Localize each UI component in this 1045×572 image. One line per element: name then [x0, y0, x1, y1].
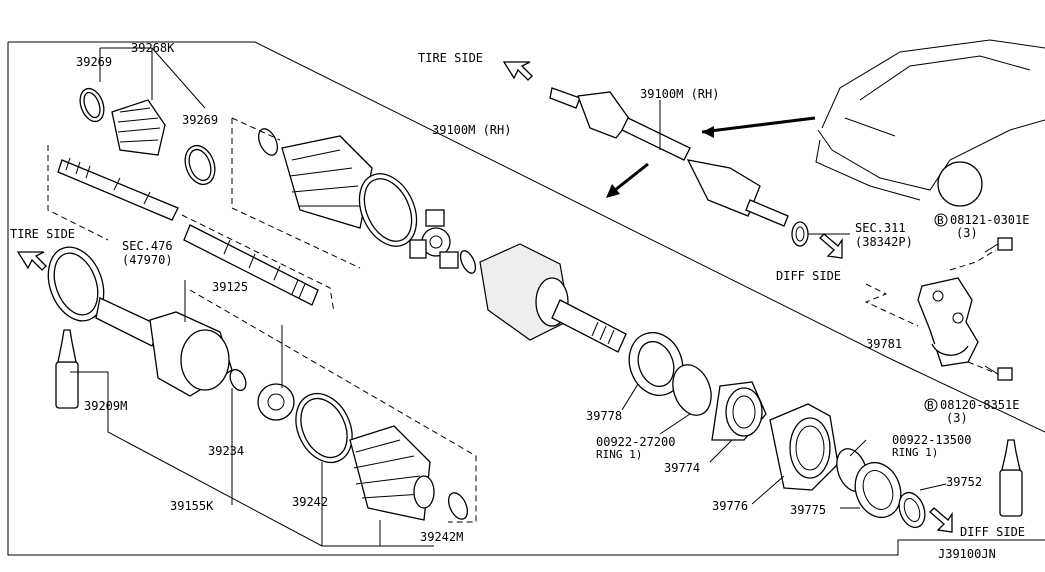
arrow-tire-side-left: [16, 251, 47, 271]
label-diff-side-bottom: DIFF SIDE: [960, 525, 1025, 539]
label-00922-27200: 00922-27200: [596, 435, 675, 449]
label-39100m-rh-b: 39100M (RH): [640, 87, 719, 101]
label-39775: 39775: [790, 503, 826, 517]
label-bolt-bottom-qty: (3): [946, 411, 968, 425]
bolt-bottom: [984, 365, 1013, 381]
tripod-joint: [409, 209, 459, 269]
boot-inboard: [349, 425, 435, 521]
label-39242m: 39242M: [420, 530, 463, 544]
label-39269-b: 39269: [182, 113, 218, 127]
grease-tube-right: [999, 439, 1023, 517]
label-bolt-bottom: 08120-8351E: [940, 398, 1019, 412]
bolt-symbol-bottom: [924, 398, 938, 412]
label-diff-side-mid: DIFF SIDE: [776, 269, 841, 283]
ring-00922-27200: [672, 364, 712, 416]
diagram-code: J39100JN: [938, 547, 996, 561]
bolt-symbol-top-text: B: [937, 214, 944, 227]
seal-39778: [628, 331, 684, 397]
joint-housing: [479, 243, 627, 353]
boot-band-39269-a: [79, 87, 105, 123]
label-39776: 39776: [712, 499, 748, 513]
label-bolt-top: 08121-0301E: [950, 213, 1029, 227]
label-39242: 39242: [292, 495, 328, 509]
label-39100m-rh-a: 39100M (RH): [432, 123, 511, 137]
label-39269-a: 39269: [76, 55, 112, 69]
bolt-symbol-top: [934, 213, 948, 227]
dash-top-boot: [231, 118, 361, 269]
boot-39268k: [111, 99, 166, 156]
vehicle-illustration: [815, 39, 1045, 207]
label-sec-311: SEC.311: [855, 221, 906, 235]
snap-ring-39234: [229, 368, 247, 392]
bearing-bracket-39781: [917, 277, 979, 367]
label-39752: 39752: [946, 475, 982, 489]
outer-joint-39155k: [95, 297, 233, 397]
label-39234: 39234: [208, 444, 244, 458]
bolt-top: [984, 237, 1013, 253]
oil-seal-right: [791, 221, 809, 247]
label-tire-side-top: TIRE SIDE: [418, 51, 483, 65]
label-00922-13500-ring: RING 1): [892, 446, 938, 459]
label-sec-476: SEC.476: [122, 239, 173, 253]
boot-band-39242m: [447, 492, 469, 520]
label-00922-13500: 00922-13500: [892, 433, 971, 447]
dash-lower: [189, 289, 477, 523]
label-sec-311-sub: (38342P): [855, 235, 913, 249]
label-00922-27200-ring: RING 1): [596, 448, 642, 461]
label-bolt-top-qty: (3): [956, 226, 978, 240]
inner-race: [257, 383, 295, 421]
shaft-lower-39125: [183, 224, 319, 306]
arrow-tire-side-top: [502, 61, 533, 81]
arrow-diff-side-mid: [819, 233, 843, 259]
bearing-39774: [711, 381, 767, 441]
dash-shaft-lower: [181, 214, 335, 313]
dash-shaft-upper: [47, 145, 109, 241]
tone-ring: [47, 246, 105, 322]
diagram-frame-left: [7, 42, 1045, 556]
arrow-shaft: [609, 162, 649, 196]
drive-shaft-assembly: [549, 87, 789, 227]
label-39125: 39125: [212, 280, 248, 294]
snap-ring-top: [257, 128, 279, 156]
housing-39776: [769, 403, 839, 491]
boot-band-39242: [295, 392, 353, 464]
label-39209m: 39209M: [84, 399, 127, 413]
diagram-frame: [8, 41, 1045, 433]
label-39774: 39774: [664, 461, 700, 475]
boot-outboard: [281, 135, 373, 229]
label-tire-side-left: TIRE SIDE: [10, 227, 75, 241]
snap-ring-tripod: [459, 250, 477, 274]
arrow-diff-side-bottom: [929, 507, 953, 533]
label-39155k: 39155K: [170, 499, 214, 513]
shaft-upper: [57, 157, 179, 221]
grease-tube-left: [55, 329, 79, 409]
label-sec-476-sub: (47970): [122, 253, 173, 267]
label-39778: 39778: [586, 409, 622, 423]
label-39781: 39781: [866, 337, 902, 351]
label-39268k: 39268K: [131, 41, 175, 55]
boot-band-large: [358, 173, 418, 247]
seal-39752: [898, 491, 926, 529]
bolt-symbol-bottom-text: B: [927, 399, 934, 412]
leader-39209m: [70, 371, 434, 547]
arrow-vehicle: [701, 116, 816, 134]
seal-39775: [854, 461, 902, 519]
boot-band-39269-b: [184, 144, 216, 186]
